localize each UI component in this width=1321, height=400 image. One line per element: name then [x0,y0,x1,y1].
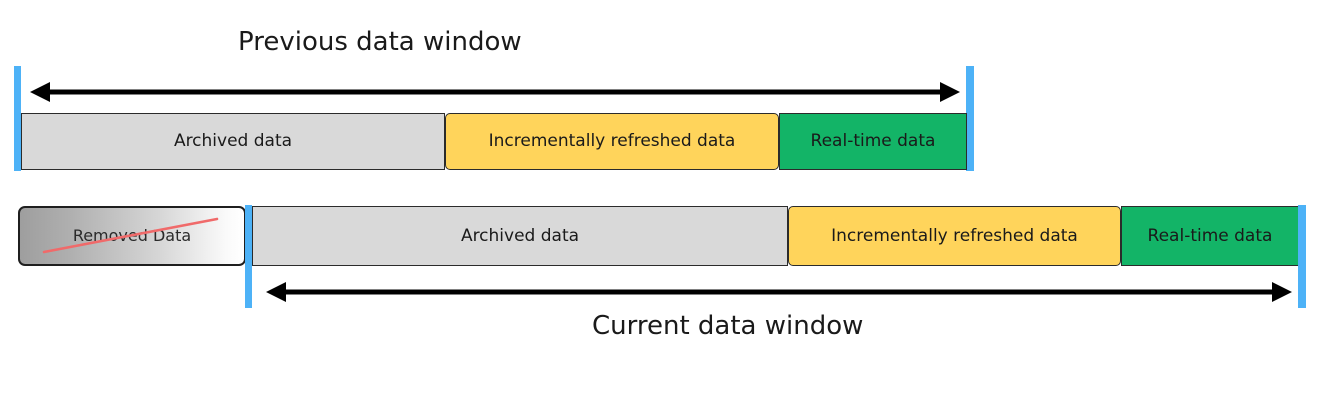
previous-window-caption: Previous data window [238,27,522,57]
current-archived-label: Archived data [460,225,580,246]
removed-data-label: Removed Data [72,225,192,245]
previous-window-span-arrow [30,78,960,106]
previous-realtime-segment: Real-time data [779,113,967,170]
current-incremental-label: Incrementally refreshed data [831,225,1078,246]
current-archived-segment: Archived data [252,206,788,266]
left-arrowhead-icon [30,82,50,102]
right-arrowhead-icon [940,82,960,102]
previous-window-end-marker [966,66,974,171]
previous-incremental-segment: Incrementally refreshed data [445,113,779,170]
current-window-caption: Current data window [592,311,864,341]
previous-archived-label: Archived data [173,131,293,152]
previous-window-start-marker [14,66,21,171]
removed-data-segment: Removed Data [18,206,246,266]
previous-archived-segment: Archived data [21,113,445,170]
current-window-end-marker [1298,205,1306,308]
current-realtime-segment: Real-time data [1121,206,1299,266]
right-arrowhead-icon [1272,282,1292,302]
previous-realtime-label: Real-time data [810,131,936,152]
previous-incremental-label: Incrementally refreshed data [488,131,736,152]
current-window-span-arrow [266,278,1292,306]
current-realtime-label: Real-time data [1147,225,1273,246]
current-window-start-marker [245,205,252,308]
left-arrowhead-icon [266,282,286,302]
current-incremental-segment: Incrementally refreshed data [788,206,1121,266]
